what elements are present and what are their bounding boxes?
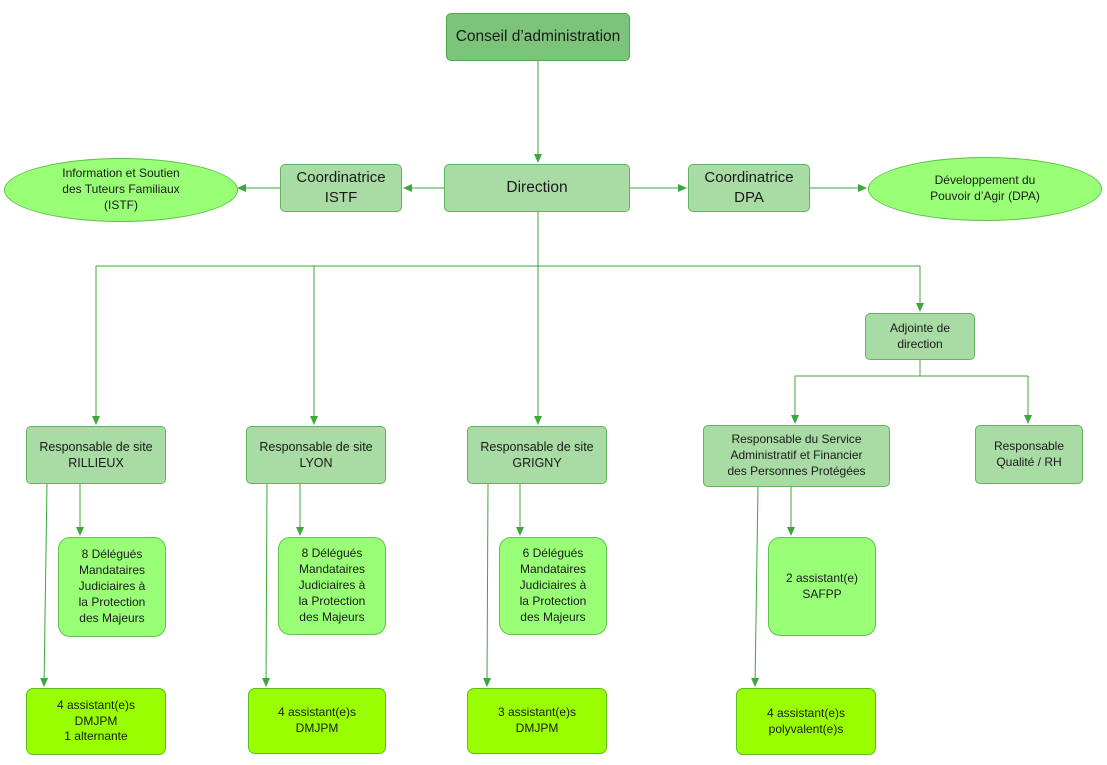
node-assistants-safpp: 2 assistant(e) SAFPP [768,537,876,636]
node-conseil-administration: Conseil d’administration [446,13,630,61]
node-delegues-rillieux: 8 Délégués Mandataires Judiciaires à la … [58,537,166,637]
node-resp-safpp: Responsable du Service Administratif et … [703,425,890,487]
node-delegues-lyon: 8 Délégués Mandataires Judiciaires à la … [278,537,386,635]
node-assistants-grigny: 3 assistant(e)s DMJPM [467,688,607,754]
node-direction: Direction [444,164,630,212]
edge-rillieux-assist [40,483,49,687]
node-resp-rillieux: Responsable de site RILLIEUX [26,426,166,484]
edge-lyon-assist [262,483,271,687]
node-istf: Information et Soutien des Tuteurs Famil… [4,158,238,222]
node-adjointe-direction: Adjointe de direction [865,313,975,360]
node-resp-grigny: Responsable de site GRIGNY [467,426,607,484]
node-delegues-grigny: 6 Délégués Mandataires Judiciaires à la … [499,537,607,635]
node-resp-lyon: Responsable de site LYON [246,426,386,484]
node-dpa: Développement du Pouvoir d’Agir (DPA) [868,157,1102,221]
edge-grigny-assist [483,483,492,687]
node-coordinatrice-dpa: Coordinatrice DPA [688,164,810,212]
edge-safpp-polyvalent [751,486,760,687]
node-assistants-rillieux: 4 assistant(e)s DMJPM 1 alternante [26,688,166,755]
node-resp-qualite-rh: Responsable Qualité / RH [975,425,1083,484]
node-assistants-lyon: 4 assistant(e)s DMJPM [248,688,386,754]
node-coordinatrice-istf: Coordinatrice ISTF [280,164,402,212]
node-assistants-polyvalents: 4 assistant(e)s polyvalent(e)s [736,688,876,755]
